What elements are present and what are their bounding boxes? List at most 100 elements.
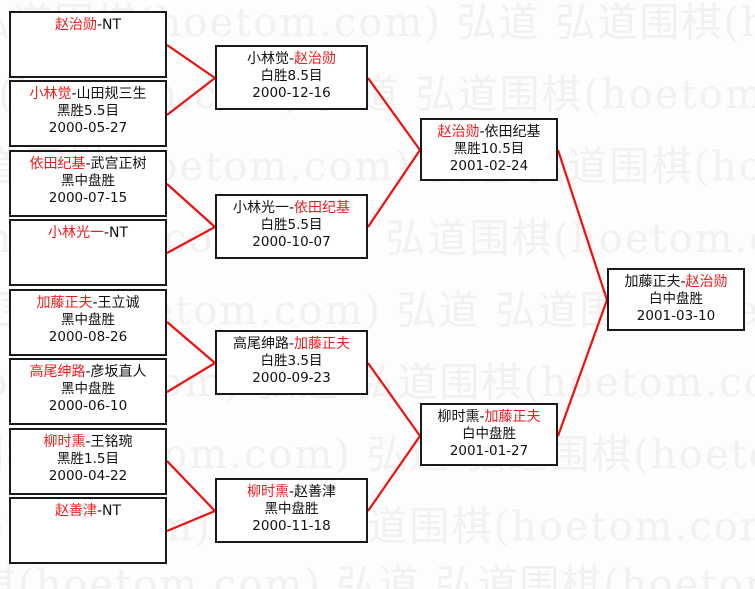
player-left: 柳时熏 [246, 484, 289, 500]
matchup-label: 柳时熏-赵善津 [247, 483, 336, 501]
match-result: 黑胜1.5目 [57, 451, 119, 467]
match-result: 黑中盘胜 [61, 381, 115, 397]
matchup-label: 小林光一-依田纪基 [233, 199, 350, 217]
connector-line [166, 460, 216, 512]
connector-line [556, 299, 609, 437]
player-left: 赵治勋 [437, 124, 480, 140]
player-right: NT [109, 225, 129, 241]
player-left: 依田纪基 [29, 156, 86, 172]
vs-separator: - [479, 124, 485, 140]
player-left: 柳时熏 [43, 434, 86, 450]
match-date: 2000-11-18 [252, 518, 331, 534]
vs-separator: - [85, 364, 91, 380]
matchup-label: 小林觉-山田规三生 [29, 85, 146, 103]
vs-separator: - [479, 409, 485, 425]
vs-separator: - [71, 86, 77, 102]
player-right: 彦坂直人 [90, 364, 147, 380]
match-result: 黑中盘胜 [264, 501, 319, 517]
player-right: 王立诚 [97, 295, 140, 311]
player-right: 加藤正夫 [484, 409, 541, 425]
match-result: 黑胜5.5目 [57, 103, 119, 119]
matchup-label: 赵治勋-依田纪基 [437, 123, 540, 141]
match-result: 白胜5.5目 [260, 217, 323, 233]
match-box-r1m4[interactable]: 小林光一-NT [9, 219, 167, 286]
player-left: 高尾绅路 [29, 364, 86, 380]
connector-line [166, 321, 216, 364]
match-date: 2001-03-10 [636, 308, 716, 324]
match-date: 2001-02-24 [449, 158, 529, 174]
vs-separator: - [96, 503, 103, 519]
connector-line [367, 362, 421, 437]
match-date: 2000-10-07 [252, 234, 331, 250]
matchup-label: 高尾绅路-加藤正夫 [233, 335, 350, 353]
matchup-label: 加藤正夫-赵治勋 [624, 273, 727, 291]
match-date: 2000-04-22 [48, 468, 128, 484]
connector-line [166, 226, 216, 254]
match-box-r1m1[interactable]: 赵治勋-NT [9, 11, 167, 78]
player-right: 赵善津 [294, 484, 337, 500]
player-right: 依田纪基 [484, 124, 541, 140]
vs-separator: - [85, 156, 91, 172]
matchup-label: 小林觉-赵治勋 [247, 50, 336, 68]
vs-separator: - [288, 51, 295, 67]
match-date: 2000-08-26 [48, 329, 128, 345]
vs-separator: - [288, 336, 295, 352]
vs-separator: - [103, 225, 110, 241]
player-right: 加藤正夫 [294, 336, 351, 352]
vs-separator: - [288, 484, 295, 500]
matchup-label: 柳时熏-王铭琬 [43, 433, 132, 451]
matchup-label: 依田纪基-武宫正树 [29, 155, 146, 173]
player-right: 武宫正树 [90, 156, 147, 172]
matchup-label: 高尾绅路-彦坂直人 [29, 363, 146, 381]
connector-line [367, 149, 421, 228]
connector-line [166, 509, 216, 533]
player-right: 赵治勋 [685, 274, 728, 290]
vs-separator: - [680, 274, 686, 290]
match-result: 白胜3.5目 [260, 353, 323, 369]
match-date: 2000-05-27 [48, 120, 128, 136]
vs-separator: - [96, 17, 103, 33]
matchup-label: 柳时熏-加藤正夫 [437, 408, 540, 426]
player-left: 小林光一 [47, 225, 104, 241]
vs-separator: - [288, 200, 295, 216]
match-result: 黑中盘胜 [61, 173, 115, 189]
connector-line [166, 362, 216, 393]
player-right: 山田规三生 [76, 86, 147, 102]
connector-line [556, 149, 609, 301]
match-box-r1m8[interactable]: 赵善津-NT [9, 497, 167, 564]
match-result: 白中盘胜 [649, 291, 703, 307]
player-right: NT [102, 503, 122, 519]
connector-line [367, 77, 421, 151]
vs-separator: - [92, 295, 98, 311]
match-date: 2000-06-10 [48, 398, 128, 414]
connector-line [367, 435, 421, 512]
player-left: 赵善津 [54, 503, 97, 519]
player-left: 小林觉 [29, 86, 72, 102]
player-left: 加藤正夫 [624, 274, 681, 290]
match-result: 白胜8.5目 [260, 68, 323, 84]
player-left: 小林觉 [246, 51, 289, 67]
matchup-label: 小林光一-NT [48, 224, 128, 242]
connector-line [166, 183, 216, 228]
player-left: 赵治勋 [54, 17, 97, 33]
match-result: 黑胜10.5目 [453, 141, 525, 157]
player-left: 小林光一 [232, 200, 289, 216]
matchup-label: 赵善津-NT [55, 502, 121, 520]
match-result: 白中盘胜 [462, 426, 516, 442]
connector-line [166, 44, 216, 79]
match-result: 黑中盘胜 [61, 312, 115, 328]
